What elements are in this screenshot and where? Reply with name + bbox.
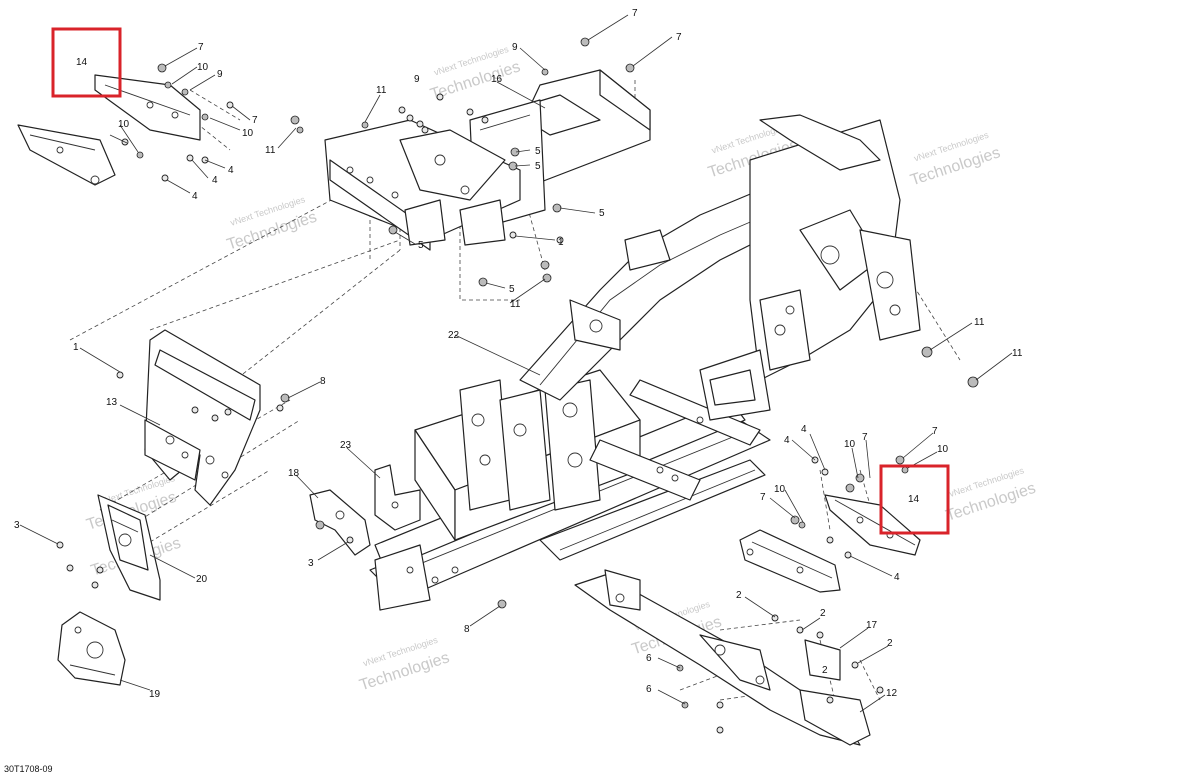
callout-label: 9 <box>512 42 518 53</box>
callout-label: 1 <box>558 237 564 248</box>
callout-label: 11 <box>376 85 387 96</box>
callout-label: 11 <box>974 317 985 328</box>
callout-label: 2 <box>822 665 828 676</box>
callout-label: 7 <box>676 32 682 43</box>
main-frame <box>369 114 921 611</box>
callout-label: 2 <box>820 608 826 619</box>
callout-label-14: 14 <box>908 494 920 505</box>
callout-label: 7 <box>862 432 868 443</box>
callout-label: 11 <box>510 299 521 310</box>
callout-label: 4 <box>212 175 218 186</box>
callout-label: 16 <box>491 74 503 85</box>
callout-label-14: 14 <box>76 57 88 68</box>
callout-label: 8 <box>320 376 326 387</box>
callout-label: 11 <box>265 145 276 156</box>
highlight-box <box>879 464 950 535</box>
callout-label: 7 <box>252 115 258 126</box>
leader-lines <box>19 14 1013 713</box>
callout-label: 18 <box>288 468 300 479</box>
callout-label: 5 <box>509 284 515 295</box>
callout-label: 5 <box>535 161 541 172</box>
callout-label: 22 <box>448 330 460 341</box>
bracket-20 <box>97 494 161 601</box>
callout-label: 7 <box>632 8 638 19</box>
callout-label: 2 <box>736 590 742 601</box>
bracket-19 <box>57 611 126 686</box>
figure-code: 30T1708-09 <box>4 764 53 774</box>
bracket-13 <box>144 329 261 506</box>
callout-label: 3 <box>14 520 20 531</box>
callout-label: 17 <box>866 620 878 631</box>
callout-label: 19 <box>149 689 161 700</box>
fasteners <box>56 37 979 734</box>
callout-label: 7 <box>198 42 204 53</box>
callout-label: 4 <box>784 435 790 446</box>
callout-label: 11 <box>1012 348 1023 359</box>
callout-label: 10 <box>774 484 786 495</box>
callout-label: 5 <box>599 208 605 219</box>
bracket-14-right <box>824 494 921 556</box>
callout-label: 4 <box>894 572 900 583</box>
bracket-4-right <box>739 529 841 593</box>
callout-label: 1 <box>73 342 79 353</box>
callout-label: 3 <box>308 558 314 569</box>
callout-label: 4 <box>801 424 807 435</box>
callout-label: 7 <box>760 492 766 503</box>
callout-label: 4 <box>192 191 198 202</box>
callout-label: 8 <box>464 624 470 635</box>
callout-label: 2 <box>887 638 893 649</box>
callout-label: 5 <box>535 146 541 157</box>
callout-label: 10 <box>197 62 209 73</box>
callout-label: 23 <box>340 440 352 451</box>
callout-label: 7 <box>932 426 938 437</box>
callout-label: 6 <box>646 653 652 664</box>
highlight-box <box>51 27 122 98</box>
callout-label: 13 <box>106 397 118 408</box>
rear-subframe-16 <box>324 69 651 251</box>
brackets-18-23 <box>309 464 421 556</box>
callout-label: 10 <box>937 444 949 455</box>
callout-label: 9 <box>414 74 420 85</box>
bracket-14-top-left <box>17 74 201 186</box>
callout-label: 10 <box>844 439 856 450</box>
callout-label: 6 <box>646 684 652 695</box>
callout-label: 9 <box>217 69 223 80</box>
lower-arm-17-12 <box>574 569 871 746</box>
callout-label: 5 <box>418 240 424 251</box>
callout-label: 10 <box>242 128 254 139</box>
callout-label: 10 <box>118 119 130 130</box>
callout-label: 12 <box>886 688 898 699</box>
callout-labels: 7 7 9 16 9 11 11 5 5 5 5 1 5 11 7 10 9 1… <box>14 8 1023 700</box>
callout-label: 4 <box>228 165 234 176</box>
callout-label: 20 <box>196 574 208 585</box>
